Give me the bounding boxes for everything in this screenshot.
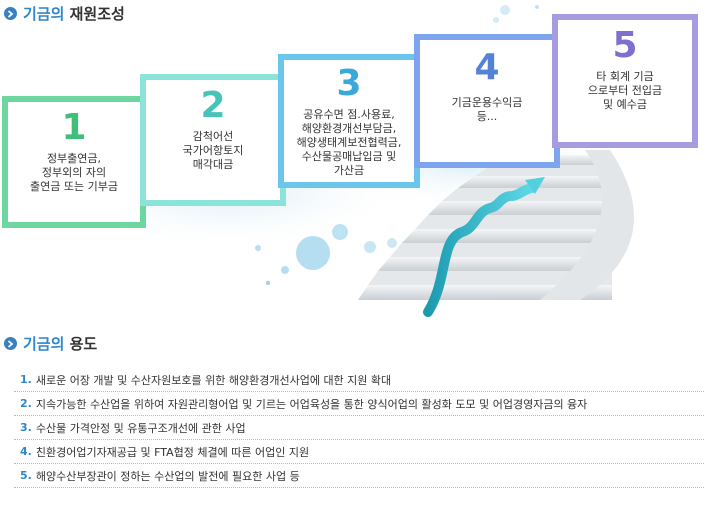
section-title-rest: 재원조성 [64, 5, 125, 23]
source-number: 2 [200, 85, 226, 126]
usage-list: 1. 새로운 어장 개발 및 수산자원보호를 위한 해양환경개선사업에 대한 지… [14, 368, 704, 488]
source-number: 5 [612, 25, 638, 66]
list-item: 1. 새로운 어장 개발 및 수산자원보호를 위한 해양환경개선사업에 대한 지… [14, 368, 704, 392]
source-box-3: 3 공유수면 점.사용료, 해양환경개선부담금, 해양생태계보전협력금, 수산물… [278, 54, 420, 188]
list-item-text: 친환경어업기자재공급 및 FTA협정 체결에 따른 어업인 지원 [35, 445, 310, 459]
source-box-2: 2 감척어선 국가어항토지 매각대금 [140, 74, 286, 206]
source-box-1: 1 정부출연금, 정부외의 자의 출연금 또는 기부금 [2, 96, 146, 228]
list-item-number: 5. [20, 469, 32, 482]
source-text: 공유수면 점.사용료, 해양환경개선부담금, 해양생태계보전협력금, 수산물공매… [296, 108, 402, 177]
source-text: 기금운용수익금 등... [451, 96, 523, 123]
source-text: 타 회계 기금 으로부터 전입금 및 예수금 [587, 70, 663, 111]
list-item-number: 3. [20, 421, 32, 434]
chevron-right-icon [4, 337, 17, 350]
list-item-text: 새로운 어장 개발 및 수산자원보호를 위한 해양환경개선사업에 대한 지원 확… [35, 373, 392, 387]
section-title-accent: 기금의 [23, 335, 65, 353]
source-number: 3 [336, 63, 362, 104]
source-number: 1 [61, 107, 87, 148]
list-item-text: 수산물 가격안정 및 유통구조개선에 관한 사업 [35, 421, 246, 435]
list-item-number: 2. [20, 397, 32, 410]
funding-sources-illustration: 1 정부출연금, 정부외의 자의 출연금 또는 기부금 2 감척어선 국가어항토… [2, 5, 698, 317]
list-item-number: 1. [20, 373, 32, 386]
list-item-text: 해양수산부장관이 정하는 수산업의 발전에 필요한 사업 등 [35, 469, 300, 483]
list-item-text: 지속가능한 수산업을 위하여 자원관리형어업 및 기르는 어업육성을 통한 양식… [35, 397, 588, 411]
list-item: 5. 해양수산부장관이 정하는 수산업의 발전에 필요한 사업 등 [14, 464, 704, 488]
section-title-usage: 기금의 용도 [4, 333, 97, 354]
source-text: 감척어선 국가어항토지 매각대금 [182, 130, 244, 171]
source-box-5: 5 타 회계 기금 으로부터 전입금 및 예수금 [552, 14, 698, 148]
list-item: 3. 수산물 가격안정 및 유통구조개선에 관한 사업 [14, 416, 704, 440]
source-box-4: 4 기금운용수익금 등... [414, 34, 560, 168]
source-text: 정부출연금, 정부외의 자의 출연금 또는 기부금 [30, 152, 118, 193]
list-item-number: 4. [20, 445, 32, 458]
chevron-right-icon [4, 7, 17, 20]
source-number: 4 [474, 47, 500, 88]
section-title-rest: 용도 [64, 335, 98, 353]
list-item: 4. 친환경어업기자재공급 및 FTA협정 체결에 따른 어업인 지원 [14, 440, 704, 464]
list-item: 2. 지속가능한 수산업을 위하여 자원관리형어업 및 기르는 어업육성을 통한… [14, 392, 704, 416]
section-title-accent: 기금의 [23, 5, 65, 23]
section-title-funding: 기금의 재원조성 [4, 3, 125, 24]
